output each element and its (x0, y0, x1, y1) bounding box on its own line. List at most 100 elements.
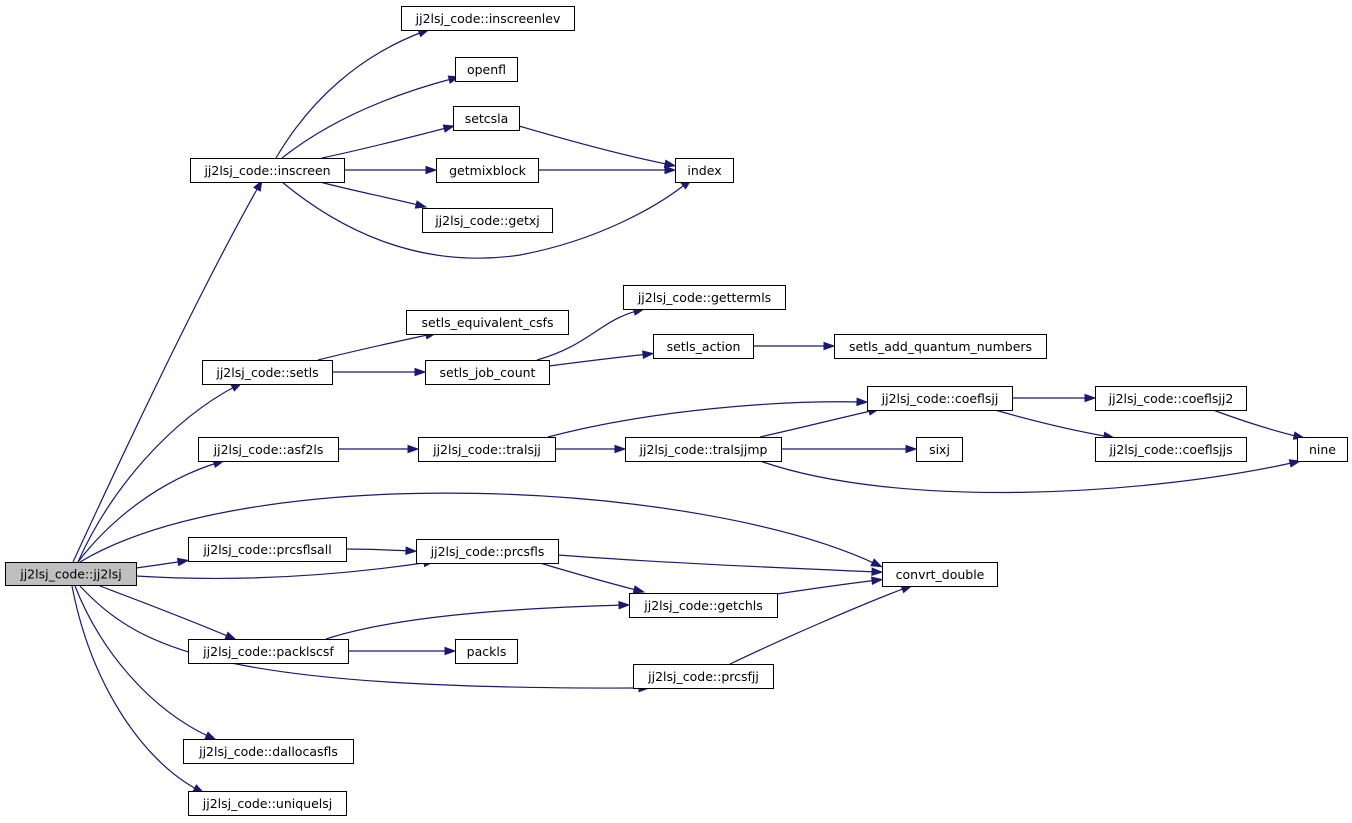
edge-line (135, 560, 185, 569)
node-index[interactable]: index (675, 158, 734, 183)
node-box (406, 310, 569, 335)
node-label: jj2lsj_code::tralsjj (432, 442, 541, 457)
arrowhead-icon (442, 124, 456, 133)
node-label: openfl (467, 62, 506, 77)
node-box (675, 158, 734, 183)
arrowhead-icon (176, 557, 190, 567)
node-prcsflsall[interactable]: jj2lsj_code::prcsflsall (188, 537, 347, 562)
node-coeflsjjs[interactable]: jj2lsj_code::coeflsjjs (1095, 437, 1247, 462)
node-label: jj2lsj_code::getchls (643, 598, 762, 613)
node-getxj[interactable]: jj2lsj_code::getxj (422, 208, 553, 233)
arrowhead-icon (224, 631, 238, 641)
arrowhead-icon (1084, 393, 1097, 403)
node-label: jj2lsj_code::prcsfjj (647, 669, 759, 684)
node-openfl[interactable]: openfl (455, 57, 518, 82)
node-label: jj2lsj_code::jj2lsj (19, 567, 122, 582)
edge-line (281, 77, 456, 159)
node-box (834, 334, 1047, 359)
edge-line (71, 585, 201, 792)
arrowhead-icon (618, 600, 631, 610)
node-nine[interactable]: nine (1297, 437, 1348, 462)
edge-line (547, 401, 864, 438)
node-box (653, 334, 754, 359)
node-box (1297, 437, 1348, 462)
node-getchls[interactable]: jj2lsj_code::getchls (629, 593, 778, 618)
node-uniquelsj[interactable]: jj2lsj_code::uniquelsj (188, 791, 347, 816)
node-label: setls_add_quantum_numbers (849, 339, 1032, 354)
node-label: jj2lsj_code::coeflsjjs (1108, 442, 1232, 457)
node-label: jj2lsj_code::uniquelsj (202, 796, 333, 811)
edge-line (1212, 409, 1301, 438)
edge-line (759, 409, 876, 438)
node-box (422, 208, 553, 233)
node-label: jj2lsj_code::setls (215, 365, 318, 380)
node-label: sixj (929, 442, 950, 457)
edge-line (759, 460, 1297, 494)
edge-jj2lsj-to-prcsflsall (135, 557, 190, 569)
edge-tralsjjmp-to-nine (759, 459, 1302, 494)
edge-line (317, 333, 433, 361)
edge-line (77, 384, 239, 563)
node-packls[interactable]: packls (455, 639, 518, 664)
node-setls_add_quantum_numbers[interactable]: setls_add_quantum_numbers (834, 334, 1047, 359)
edge-line (79, 492, 879, 566)
edge-setls_job_count-to-setls_action (548, 350, 655, 367)
edge-setls-to-setls_equivalent_csfs (317, 331, 438, 361)
node-setls_equivalent_csfs[interactable]: setls_equivalent_csfs (406, 310, 569, 335)
edge-line (77, 461, 221, 563)
node-box (1095, 386, 1247, 411)
node-coeflsjj[interactable]: jj2lsj_code::coeflsjj (867, 386, 1013, 411)
node-setcsla[interactable]: setcsla (453, 106, 520, 131)
edge-getchls-to-convrt_double (776, 576, 884, 595)
node-box (436, 158, 539, 183)
node-box (401, 6, 575, 31)
node-tralsjj[interactable]: jj2lsj_code::tralsjj (418, 437, 556, 462)
edge-line (557, 554, 879, 573)
arrowhead-icon (856, 397, 869, 407)
arrowhead-icon (905, 444, 918, 454)
edge-line (345, 548, 413, 552)
node-label: getmixblock (449, 163, 527, 178)
edge-line (325, 604, 626, 640)
node-box (625, 437, 782, 462)
node-box (188, 639, 349, 664)
edge-line (319, 181, 423, 207)
edge-tralsjjmp-to-sixj (781, 444, 918, 454)
node-label: jj2lsj_code::tralsjjmp (639, 442, 768, 457)
edge-line (79, 585, 646, 689)
node-setls[interactable]: jj2lsj_code::setls (202, 360, 333, 385)
edge-line (548, 353, 650, 367)
node-label: jj2lsj_code::gettermls (637, 290, 771, 305)
node-setls_job_count[interactable]: setls_job_count (425, 360, 550, 385)
node-jj2lsj[interactable]: jj2lsj_code::jj2lsj (5, 562, 137, 586)
edge-line (776, 579, 879, 595)
arrowhead-icon (614, 444, 627, 454)
node-dallocasfls[interactable]: jj2lsj_code::dallocasfls (183, 739, 354, 764)
edge-tralsjj-to-coeflsjj (547, 397, 869, 438)
node-inscreen[interactable]: jj2lsj_code::inscreen (190, 158, 345, 183)
node-sixj[interactable]: sixj (916, 437, 963, 462)
node-getmixblock[interactable]: getmixblock (436, 158, 539, 183)
edge-asf2ls-to-tralsjj (338, 444, 420, 454)
node-tralsjjmp[interactable]: jj2lsj_code::tralsjjmp (625, 437, 782, 462)
node-box (202, 360, 333, 385)
node-packlscsf[interactable]: jj2lsj_code::packlscsf (188, 639, 349, 664)
node-label: setls_equivalent_csfs (422, 315, 554, 330)
node-box (1095, 437, 1247, 462)
edge-line (72, 183, 261, 563)
node-coeflsjj2[interactable]: jj2lsj_code::coeflsjj2 (1095, 386, 1247, 411)
node-convrt_double[interactable]: convrt_double (882, 562, 998, 587)
node-prcsfls[interactable]: jj2lsj_code::prcsfls (416, 539, 559, 564)
node-setls_action[interactable]: setls_action (653, 334, 754, 359)
node-inscreenlev[interactable]: jj2lsj_code::inscreenlev (401, 6, 575, 31)
node-gettermls[interactable]: jj2lsj_code::gettermls (623, 285, 786, 310)
call-edges (71, 29, 1306, 794)
edge-line (74, 585, 213, 739)
node-box (453, 106, 520, 131)
node-box (188, 537, 347, 562)
node-prcsfjj[interactable]: jj2lsj_code::prcsfjj (633, 664, 774, 689)
edge-line (321, 126, 451, 159)
node-box (455, 639, 518, 664)
node-asf2ls[interactable]: jj2lsj_code::asf2ls (198, 437, 339, 462)
